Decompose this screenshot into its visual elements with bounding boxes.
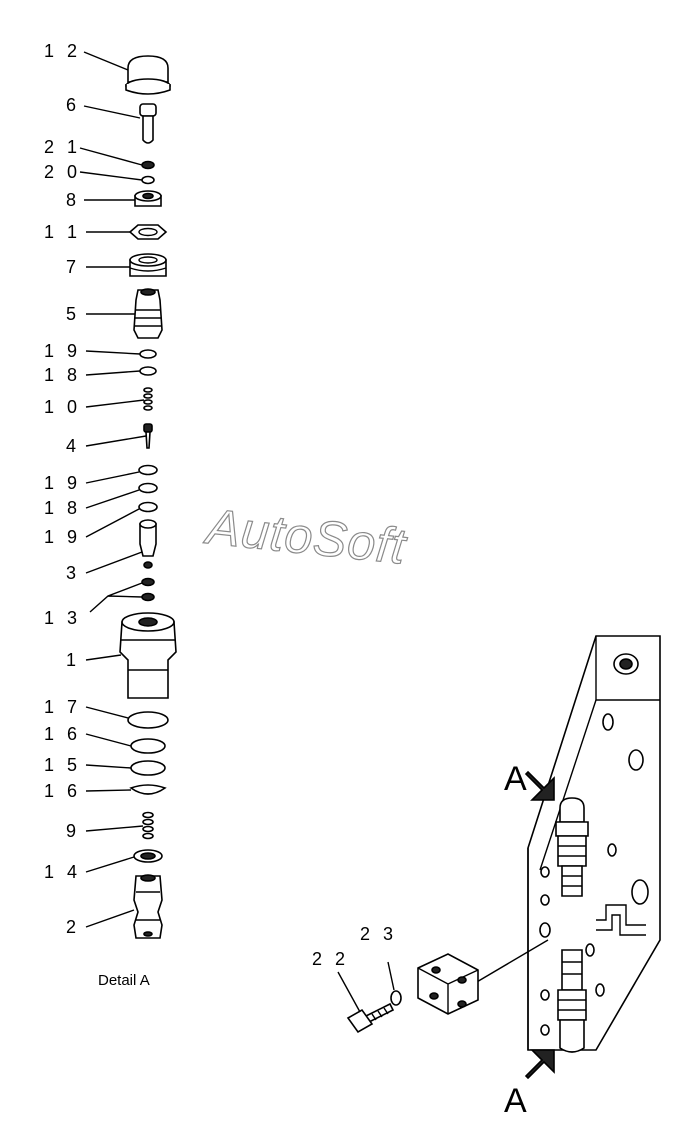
callout-17: 1 7 — [44, 697, 81, 717]
detail-caption: Detail A — [98, 972, 150, 989]
part-16-backup-ring-lower — [129, 784, 167, 795]
callout-14: 1 4 — [44, 862, 81, 882]
callout-22: 2 2 — [312, 949, 349, 969]
view-marker-top: A — [504, 760, 527, 798]
part-14-retainer — [133, 849, 163, 863]
detail-a-exploded-view — [119, 55, 177, 939]
view-marker-bottom: A — [504, 1082, 527, 1120]
callout-18-b: 1 8 — [44, 498, 81, 518]
callout-12: 1 2 — [44, 41, 81, 61]
view-arrow-bottom — [524, 1049, 555, 1080]
callout-10: 1 0 — [44, 397, 81, 417]
part-4-poppet — [143, 423, 153, 449]
part-20-ring — [141, 175, 155, 185]
part-7-nut — [129, 253, 167, 277]
callout-21: 2 1 — [44, 137, 81, 157]
callout-19-b: 1 9 — [44, 473, 81, 493]
view-arrow-top — [524, 770, 555, 801]
part-11-gasket — [128, 224, 168, 240]
valve-assembly-view — [524, 635, 661, 1080]
part-13-ring-pair — [141, 577, 155, 602]
callout-13: 1 3 — [44, 608, 81, 628]
watermark: AutoSoft — [201, 498, 410, 575]
part-5-sleeve — [133, 288, 163, 339]
part-3-seat — [139, 519, 157, 569]
callout-leader-lines — [79, 51, 147, 928]
callout-5: 5 — [66, 304, 80, 324]
callout-8: 8 — [66, 190, 80, 210]
callout-20: 2 0 — [44, 162, 81, 182]
part-2-spool — [133, 874, 163, 939]
callout-1: 1 — [66, 650, 80, 670]
part-19-ring-middle — [138, 464, 158, 476]
callout-19-c: 1 9 — [44, 527, 81, 547]
cover-flange-assembly — [337, 939, 549, 1034]
callout-11: 1 1 — [44, 222, 81, 242]
callout-19-a: 1 9 — [44, 341, 81, 361]
part-16-backup-ring-upper — [130, 738, 166, 754]
part-19-ring-upper — [139, 349, 157, 359]
part-22-bolt — [346, 1002, 395, 1034]
callout-3: 3 — [66, 563, 80, 583]
callout-6: 6 — [66, 95, 80, 115]
callout-15: 1 5 — [44, 755, 81, 775]
part-18-ring-upper — [139, 366, 157, 376]
callout-labels: 1 2 6 2 1 2 0 8 1 1 7 5 1 9 1 8 1 0 4 1 … — [44, 41, 397, 969]
callout-16-b: 1 6 — [44, 781, 81, 801]
part-9-spring — [142, 811, 154, 840]
part-18-ring-lower — [138, 482, 158, 494]
callout-18-a: 1 8 — [44, 365, 81, 385]
part-19-ring-lower — [138, 501, 158, 513]
callout-2: 2 — [66, 917, 80, 937]
part-8-nut — [134, 190, 162, 207]
callout-4: 4 — [66, 436, 80, 456]
callout-23: 2 3 — [360, 924, 397, 944]
part-10-spring — [143, 387, 153, 411]
part-6-pin — [139, 103, 157, 144]
part-17-o-ring — [127, 711, 169, 729]
callout-9: 9 — [66, 821, 80, 841]
part-1-valve-body — [119, 612, 177, 699]
callout-7: 7 — [66, 257, 80, 277]
part-12-cap — [125, 55, 171, 95]
part-15-o-ring — [130, 760, 166, 776]
part-21-ring — [141, 160, 155, 170]
callout-16-a: 1 6 — [44, 724, 81, 744]
part-23-washer — [390, 990, 402, 1006]
